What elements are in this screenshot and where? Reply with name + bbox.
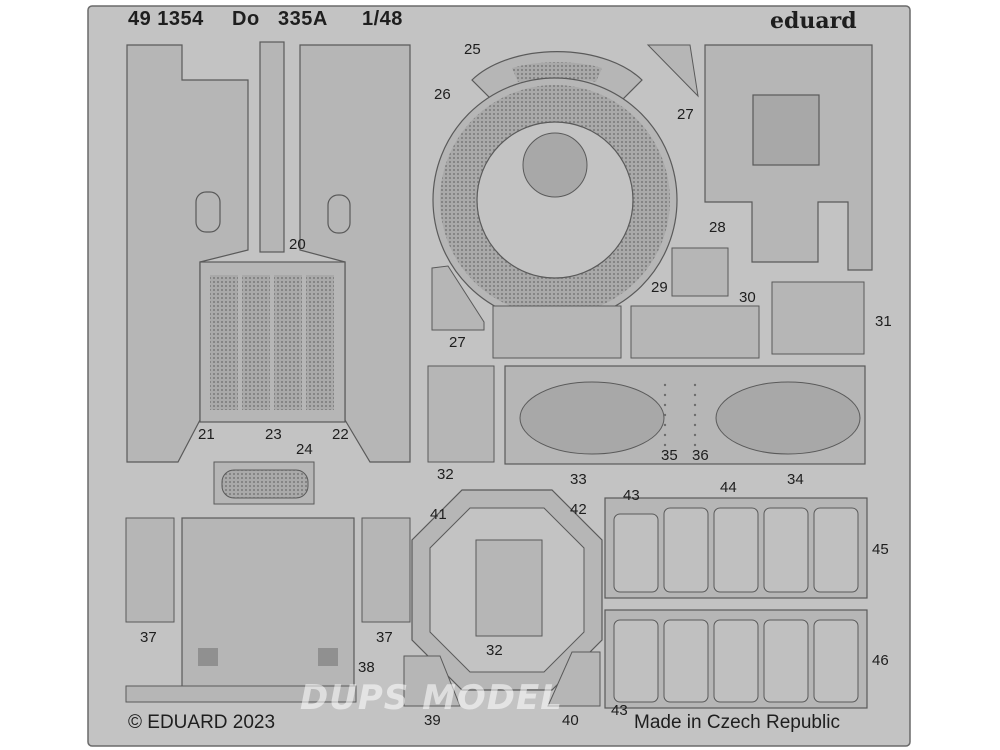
part-number-31: 31 [875, 313, 892, 330]
part-number-22: 22 [332, 426, 349, 443]
part-number-37a: 37 [140, 629, 157, 646]
part-number-34: 34 [787, 471, 804, 488]
part-number-37b: 37 [376, 629, 393, 646]
part-41-42 [411, 489, 603, 691]
part-number-41: 41 [430, 506, 447, 523]
part-number-23: 23 [265, 426, 282, 443]
set-number: 49 1354 [128, 8, 204, 30]
part-27b [431, 265, 485, 331]
part-33-36 [504, 365, 866, 465]
part-25-mesh [512, 62, 602, 82]
part-number-26: 26 [434, 86, 451, 103]
part-30b [630, 305, 760, 359]
part-number-21: 21 [198, 426, 215, 443]
part-number-27b: 27 [449, 334, 466, 351]
part-21 [126, 44, 249, 463]
part-number-43a: 43 [623, 487, 640, 504]
part-32a [427, 365, 495, 463]
part-40 [547, 651, 601, 707]
part-29 [671, 247, 729, 297]
part-43-46 [604, 609, 868, 709]
part-number-36: 36 [692, 447, 709, 464]
part-20 [259, 41, 285, 253]
part-number-40: 40 [562, 712, 579, 729]
part-39 [403, 655, 461, 707]
part-number-24: 24 [296, 441, 313, 458]
part-43-45 [604, 497, 868, 599]
scale: 1/48 [362, 8, 403, 30]
part-23 [199, 261, 346, 423]
part-number-28: 28 [709, 219, 726, 236]
model-name: Do [232, 8, 260, 30]
part-number-32a: 32 [437, 466, 454, 483]
part-number-35: 35 [661, 447, 678, 464]
part-number-30: 30 [739, 289, 756, 306]
part-number-33: 33 [570, 471, 587, 488]
part-number-44: 44 [720, 479, 737, 496]
part-37b [361, 517, 411, 623]
part-number-20: 20 [289, 236, 306, 253]
model-variant: 335A [278, 8, 328, 30]
part-27a [646, 44, 699, 98]
part-number-46: 46 [872, 652, 889, 669]
part-number-25: 25 [464, 41, 481, 58]
origin-label: Made in Czech Republic [634, 712, 840, 733]
part-number-45: 45 [872, 541, 889, 558]
part-28 [704, 44, 873, 271]
part-number-38: 38 [358, 659, 375, 676]
part-38 [125, 517, 357, 703]
part-24 [213, 461, 315, 505]
part-number-39: 39 [424, 712, 441, 729]
part-22 [299, 44, 411, 463]
part-number-29: 29 [651, 279, 668, 296]
part-number-43b: 43 [611, 702, 628, 719]
part-number-27a: 27 [677, 106, 694, 123]
brand-logo: eduard [770, 8, 857, 34]
part-37a [125, 517, 175, 623]
copyright: © EDUARD 2023 [128, 712, 276, 733]
watermark: DUPS MODEL [300, 678, 563, 718]
part-number-32b: 32 [486, 642, 503, 659]
part-30a [492, 305, 622, 359]
part-number-42: 42 [570, 501, 587, 518]
part-31 [771, 281, 865, 355]
part-26 [432, 77, 678, 323]
